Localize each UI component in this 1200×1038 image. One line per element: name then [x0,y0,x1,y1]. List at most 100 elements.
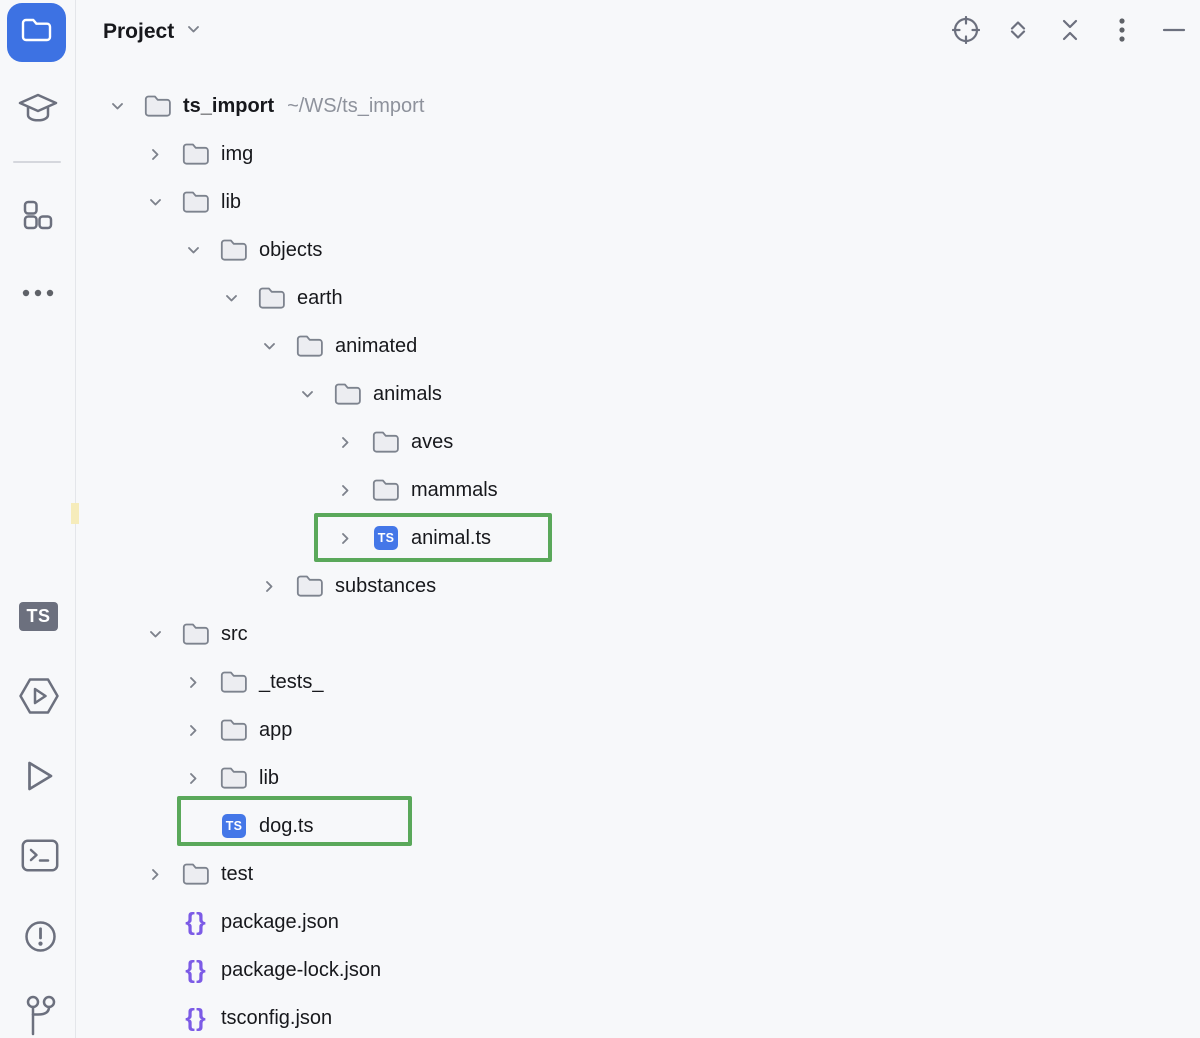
chevron-right-icon[interactable] [180,717,206,743]
expand-all-button[interactable] [1004,18,1032,46]
tree-row-animals[interactable]: animals [77,370,1200,418]
chevron-right-icon[interactable] [256,573,282,599]
folder-icon [220,764,248,792]
chevron-right-icon[interactable] [332,477,358,503]
chevron-spacer [180,813,206,839]
file-icon-slot: TS [220,812,248,840]
chevron-down-icon[interactable] [142,621,168,647]
ellipsis-icon [22,284,54,302]
file-icon-slot: TS [372,524,400,552]
tool-window-stripe: TS [0,0,79,1038]
play-icon [26,760,54,797]
tree-row-package-lock-json[interactable]: {}package-lock.json [77,946,1200,994]
json-file-icon: {} [185,956,207,984]
tree-row-app[interactable]: app [77,706,1200,754]
stripe-services-button[interactable] [16,676,62,720]
target-icon [951,15,981,49]
hide-tool-window-button[interactable] [1160,18,1188,46]
chevron-down-icon[interactable] [218,285,244,311]
expand-chevrons-icon [1004,16,1032,49]
chevron-right-icon[interactable] [180,669,206,695]
tree-item-label: src [221,622,248,645]
tree-row-tsconfig-json[interactable]: {} tsconfig.json [77,994,1200,1038]
json-file-icon: {} [185,908,207,936]
chevron-spacer [142,1005,168,1031]
exclamation-circle-icon [24,920,57,958]
stripe-problems-button[interactable] [19,920,61,958]
folder-icon [334,380,362,408]
tree-item-label: animal.ts [411,526,492,549]
select-opened-file-button[interactable] [951,15,981,49]
project-view-selector[interactable]: Project [103,20,203,44]
tree-item-label: ts_import [183,94,275,117]
tree-row-aves[interactable]: aves [77,418,1200,466]
collapse-chevrons-icon [1056,16,1084,49]
chevron-right-icon[interactable] [142,861,168,887]
chevron-down-icon[interactable] [104,93,130,119]
stripe-edge-marker [71,503,79,524]
folder-icon [372,476,400,504]
tree-row-lib[interactable]: lib [77,754,1200,802]
tree-row-animated[interactable]: animated [77,322,1200,370]
tree-item-label: test [221,862,254,885]
chevron-down-icon [184,20,203,44]
tree-item-label: animated [335,334,418,357]
folder-icon [372,428,400,456]
tree-row-objects[interactable]: objects [77,226,1200,274]
folder-icon [182,188,210,216]
chevron-right-icon[interactable] [142,141,168,167]
typescript-file-icon: TS [374,526,398,550]
tree-row-lib[interactable]: lib [77,178,1200,226]
tree-item-label: animals [373,382,442,405]
tree-row-package-json[interactable]: {}package.json [77,898,1200,946]
stripe-version-control-button[interactable] [19,994,61,1038]
chevron-right-icon[interactable] [180,765,206,791]
tree-item-label: earth [297,286,343,309]
chevron-down-icon[interactable] [294,381,320,407]
tree-row-img[interactable]: img [77,130,1200,178]
graduation-cap-icon [17,92,59,133]
tree-row-substances[interactable]: substances [77,562,1200,610]
structure-squares-icon [23,200,53,235]
tree-row-test[interactable]: test [77,850,1200,898]
stripe-learn-button[interactable] [16,91,60,133]
folder-icon [296,332,324,360]
tree-item-label: lib [259,766,280,789]
stripe-structure-button[interactable] [16,196,60,238]
stripe-terminal-button[interactable] [17,838,63,878]
tree-row-earth[interactable]: earth [77,274,1200,322]
terminal-icon [21,839,59,877]
hexagon-play-icon [18,677,60,720]
chevron-right-icon[interactable] [332,525,358,551]
chevron-right-icon[interactable] [332,429,358,455]
tree-item-label: tsconfig.json [221,1006,333,1029]
stripe-more-tools-button[interactable] [16,275,60,311]
folder-icon [182,860,210,888]
tree-item-label: substances [335,574,437,597]
tree-row-src[interactable]: src [77,610,1200,658]
chevron-down-icon[interactable] [256,333,282,359]
tree-row-animal-ts[interactable]: TS animal.ts [77,514,1200,562]
stripe-project-button[interactable] [7,3,66,62]
tree-row-tests[interactable]: _tests_ [77,658,1200,706]
file-icon-slot: {} [182,1004,210,1032]
folder-icon [258,284,286,312]
stripe-typescript-badge[interactable]: TS [19,602,58,631]
tree-row-ts-import[interactable]: ts_import~/WS/ts_import [77,82,1200,130]
tree-item-label: mammals [411,478,498,501]
git-branch-icon [22,994,58,1038]
chevron-down-icon[interactable] [142,189,168,215]
tree-row-mammals[interactable]: mammals [77,466,1200,514]
folder-icon [296,572,324,600]
minimize-icon [1162,16,1186,49]
kebab-menu-icon [1118,17,1126,48]
collapse-all-button[interactable] [1056,18,1084,46]
tree-item-label: app [259,718,293,741]
options-menu-button[interactable] [1108,17,1136,48]
json-file-icon: {} [185,1004,207,1032]
folder-icon [220,716,248,744]
typescript-file-icon: TS [222,814,246,838]
chevron-down-icon[interactable] [180,237,206,263]
stripe-run-button[interactable] [18,758,62,798]
